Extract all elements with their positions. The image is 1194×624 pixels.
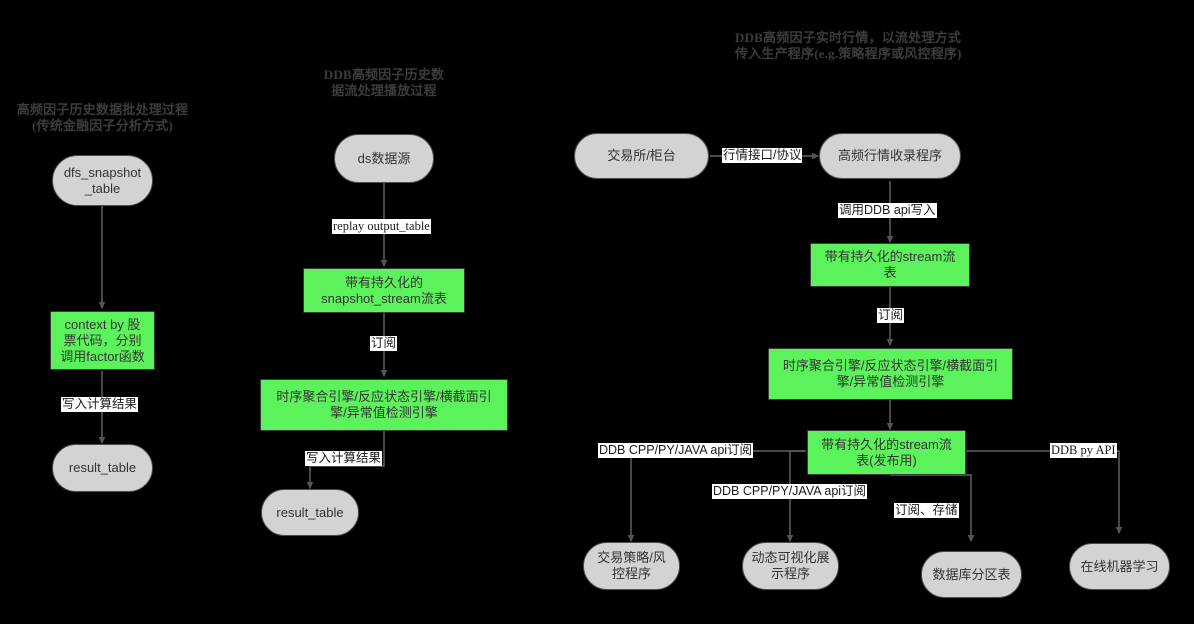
edge-label-ddb-api-write: 调用DDB api写入 (838, 203, 937, 218)
column-title-batch: 高频因子历史数据批处理过程 (传统金融因子分析方式) (16, 102, 189, 133)
edge-publish-to-visualization (786, 450, 806, 543)
node-exchange-counter[interactable]: 交易所/柜台 (574, 133, 709, 179)
node-ds-datasource[interactable]: ds数据源 (334, 134, 434, 183)
column-title-realtime: DDB高频因子实时行情，以流处理方式 传入生产程序(e.g.策略程序或风控程序) (735, 30, 962, 61)
edge-label-write-result-batch: 写入计算结果 (61, 397, 139, 412)
edge-publish-to-dbtable (890, 474, 975, 543)
node-dfs-snapshot-table[interactable]: dfs_snapshot _table (52, 155, 153, 206)
node-dynamic-visualization[interactable]: 动态可视化展 示程序 (742, 542, 839, 590)
node-result-table-batch[interactable]: result_table (52, 444, 153, 492)
edge-label-replay-output-table: replay output_table (332, 219, 431, 234)
node-snapshot-stream-table[interactable]: 带有持久化的 snapshot_stream流表 (303, 268, 465, 313)
edge-label-subscribe-store: 订阅、存储 (894, 503, 959, 518)
edge-label-write-result-replay: 写入计算结果 (305, 451, 383, 466)
node-hf-quote-collector[interactable]: 高频行情收录程序 (819, 133, 961, 179)
column-title-replay: DDB高频因子历史数 据流处理播放过程 (323, 67, 445, 98)
edge-publish-to-ml (966, 450, 1123, 535)
node-engines-replay[interactable]: 时序聚合引擎/反应状态引擎/横截面引 擎/异常值检测引擎 (260, 379, 508, 431)
node-context-by-stock[interactable]: context by 股 票代码，分别 调用factor函数 (50, 311, 155, 370)
edge-label-api-subscribe-strategy: DDB CPP/PY/JAVA api订阅 (598, 443, 754, 458)
edge-label-subscribe-realtime: 订阅 (877, 308, 905, 323)
node-online-machine-learning[interactable]: 在线机器学习 (1069, 543, 1170, 590)
node-trading-strategy-risk[interactable]: 交易策略/风 控程序 (583, 542, 680, 590)
node-result-table-replay[interactable]: result_table (261, 489, 359, 536)
edge-engines-to-result (306, 431, 385, 490)
edge-label-subscribe-replay: 订阅 (370, 336, 398, 351)
node-stream-table-persist[interactable]: 带有持久化的stream流 表 (810, 243, 970, 287)
edge-label-ddb-py-api: DDB py API (1050, 443, 1117, 458)
edge-label-api-subscribe-visualization: DDB CPP/PY/JAVA api订阅 (712, 484, 868, 499)
node-db-partition-table[interactable]: 数据库分区表 (921, 551, 1022, 598)
node-engines-realtime[interactable]: 时序聚合引擎/反应状态引擎/横截面引 擎/异常值检测引擎 (768, 348, 1013, 400)
edge-label-quote-interface-protocol: 行情接口/协议 (722, 148, 803, 163)
node-stream-table-publish[interactable]: 带有持久化的stream流 表(发布用) (807, 430, 966, 475)
